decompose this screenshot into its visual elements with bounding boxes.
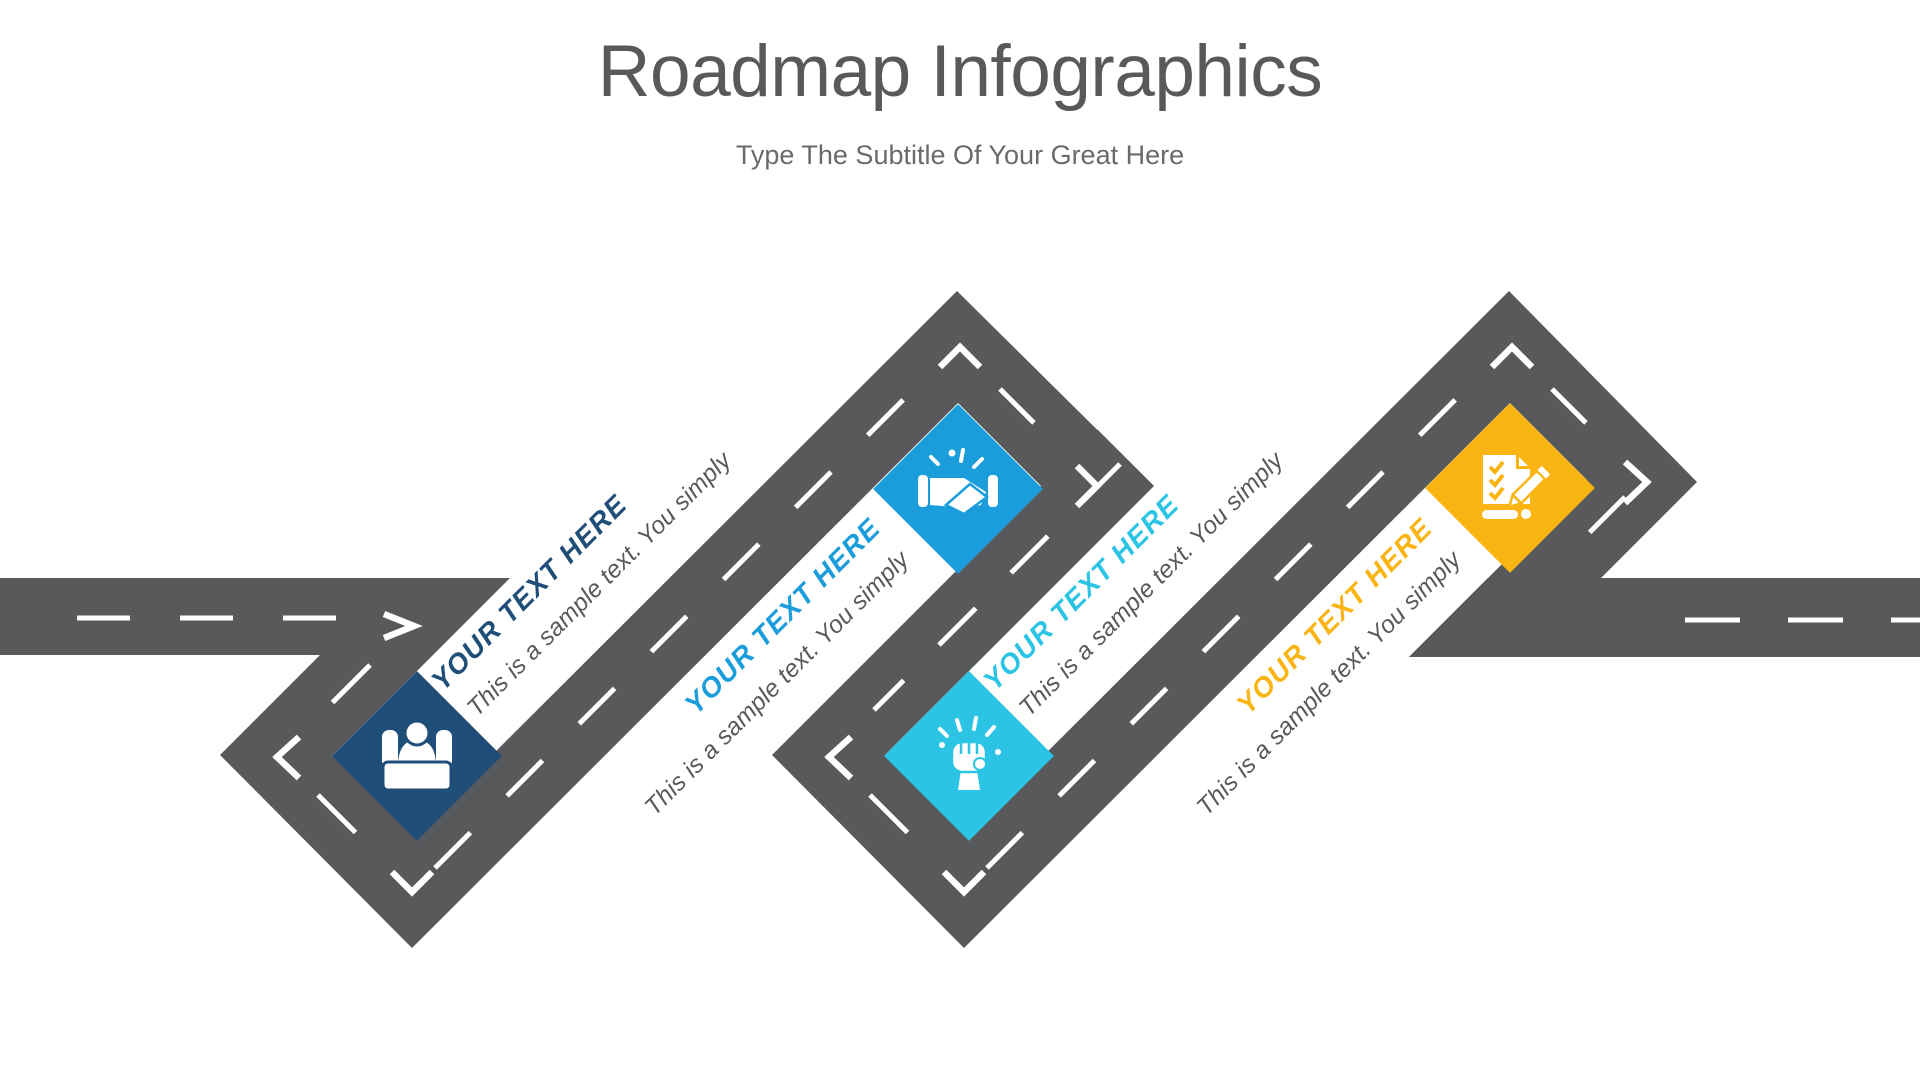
road-lane-dashes (77, 374, 1920, 870)
milestone-1-marker (332, 671, 502, 841)
chevron-down-icon (941, 869, 987, 897)
milestone-2-marker (873, 404, 1043, 574)
road-right-horizontal (1409, 578, 1920, 657)
road-turn-arrows (272, 342, 1652, 897)
raised-fist-icon (938, 716, 1001, 790)
chevron-right-icon (382, 610, 423, 642)
handshake-icon (918, 448, 998, 516)
presenter-desk-icon (381, 719, 453, 792)
milestone-4-marker (1425, 403, 1595, 573)
chevron-down-icon (389, 869, 435, 897)
chevron-right-icon (1622, 459, 1652, 506)
chevron-left-icon (272, 734, 302, 781)
chevron-up-icon (1489, 342, 1535, 370)
chevron-left-icon (824, 734, 854, 781)
milestone-3-marker (884, 671, 1054, 841)
page-subtitle: Type The Subtitle Of Your Great Here (735, 140, 1185, 170)
road-left-structure (0, 291, 1153, 948)
chevron-up-icon (937, 342, 983, 370)
chevron-right-icon (1074, 463, 1102, 509)
page-title: Roadmap Infographics (597, 31, 1323, 112)
document-pencil-icon (1482, 455, 1551, 519)
